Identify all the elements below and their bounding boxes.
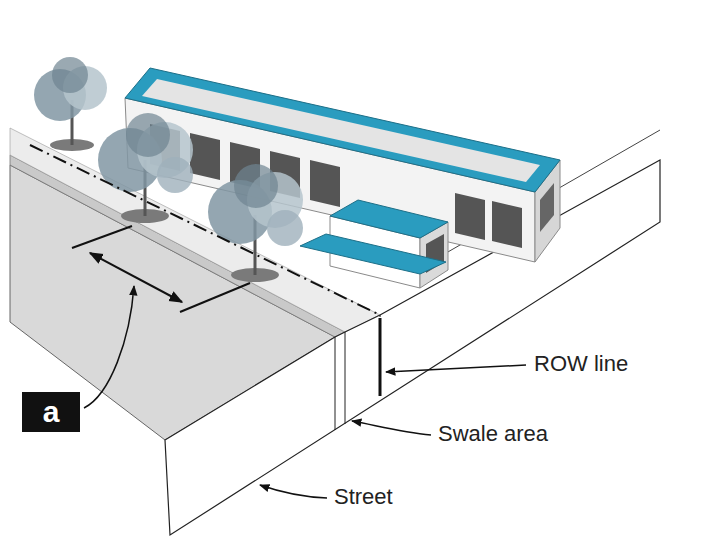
roof-parapet <box>330 200 448 238</box>
leader-line <box>260 485 327 498</box>
callout-box: a <box>22 392 80 432</box>
callout-letter: a <box>43 397 60 427</box>
window <box>540 183 554 232</box>
row-line <box>30 145 380 315</box>
leader-line <box>352 421 431 435</box>
dimension-line <box>90 253 182 302</box>
swale-strip <box>10 155 345 337</box>
callout-label: Swale area <box>436 422 550 446</box>
canopy <box>300 234 446 274</box>
window <box>190 133 220 180</box>
slab-face <box>165 160 660 535</box>
extension-line <box>180 283 250 312</box>
window <box>455 193 485 240</box>
window <box>492 201 522 248</box>
window <box>310 160 340 207</box>
roof <box>142 79 540 182</box>
callout-label: Street <box>332 485 395 509</box>
row-marker <box>380 315 381 330</box>
street-tree <box>208 164 303 275</box>
extension-line <box>72 226 132 248</box>
leader-line <box>84 286 134 408</box>
callout-label: ROW line <box>532 352 630 376</box>
roof-parapet <box>125 68 560 192</box>
street-tree <box>34 57 107 145</box>
swale-edge <box>345 332 346 424</box>
leader-line <box>386 365 526 372</box>
swale-edge <box>335 337 336 430</box>
street-tree <box>98 113 193 216</box>
row-marker <box>379 318 382 396</box>
